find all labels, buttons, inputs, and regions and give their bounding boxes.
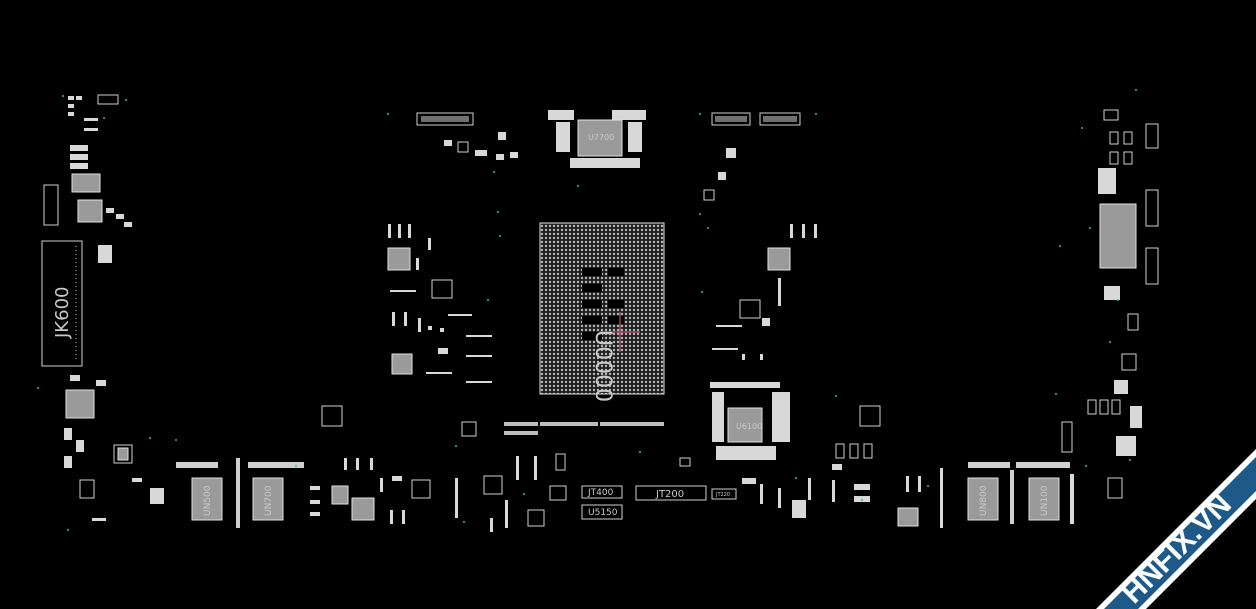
u5150-component: U5150 (581, 504, 623, 520)
un800-label: UN800 (979, 485, 989, 516)
u7700-component: U7700 (548, 110, 646, 168)
un700-label: UN700 (264, 485, 274, 516)
jt400-label: JT400 (587, 488, 614, 498)
u7700-label: U7700 (588, 133, 614, 142)
bottom-left-small-parts (321, 405, 567, 532)
right-edge-cluster (1061, 109, 1159, 499)
jt200-label: JT200 (655, 489, 684, 500)
jt200-connector: JT200 (635, 485, 707, 501)
un500-label: UN500 (203, 485, 213, 516)
jk600-label: JK600 (52, 287, 73, 339)
u5150-label: U5150 (588, 508, 618, 518)
jt220-label: JT220 (715, 492, 730, 498)
u0000-label: U0000 (590, 330, 615, 402)
cpu-bottom-rows (461, 421, 664, 437)
u6100-component: U6100 (710, 382, 790, 460)
top-centre-cluster (416, 112, 518, 160)
un500-component: UN500 (176, 462, 223, 521)
jt400-connector: JT400 (581, 485, 623, 499)
right-centre-parts (679, 405, 943, 528)
centre-left-cluster (387, 224, 492, 383)
top-right-connectors (703, 112, 801, 201)
cpu-bga-u0000: U0000 (539, 222, 665, 402)
un100-component: UN100 (1016, 462, 1074, 524)
un100-label: UN100 (1040, 485, 1050, 516)
un700-component: UN700 (236, 458, 349, 528)
left-mid-cluster (64, 375, 164, 521)
un800-component: UN800 (967, 462, 1014, 524)
left-top-cluster (43, 94, 132, 263)
u6100-label: U6100 (736, 422, 762, 431)
centre-right-cluster (712, 224, 817, 360)
test-points (37, 89, 1137, 531)
connector-jk600: JK600 (41, 240, 83, 367)
jt220-connector: JT220 (711, 488, 737, 500)
